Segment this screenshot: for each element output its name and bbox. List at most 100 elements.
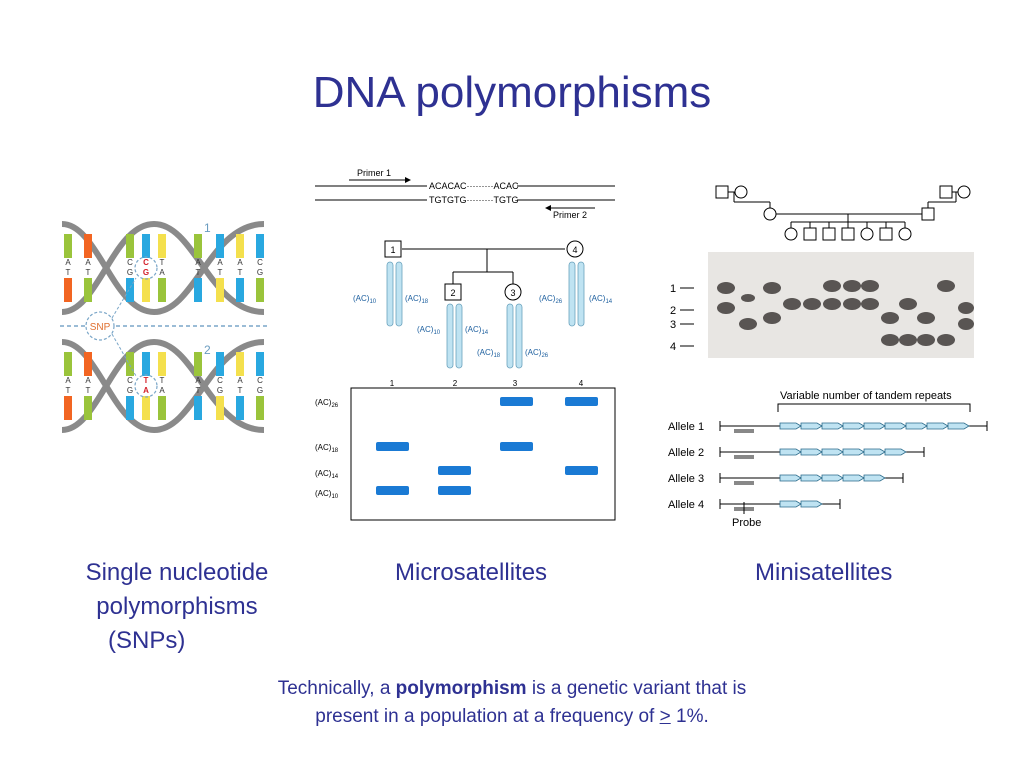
band-label-1: 1	[670, 283, 676, 295]
strand2-top-base: A	[85, 376, 91, 385]
strand2-bottom-base: T	[66, 386, 71, 395]
svg-text:(AC)14: (AC)14	[589, 294, 613, 305]
base-bar	[142, 352, 150, 376]
snp-circle-bottom	[134, 374, 158, 398]
probe-label: Probe	[732, 517, 761, 529]
strand1-top-base: C	[127, 258, 133, 267]
strand1-top-base: C	[257, 258, 263, 267]
repeat-arrow	[779, 500, 802, 508]
base-bar	[194, 352, 202, 376]
band-label-4: 4	[670, 341, 676, 353]
gel-band	[500, 442, 533, 451]
base-bar	[236, 234, 244, 258]
repeat-arrow	[863, 422, 886, 430]
strand1-bottom-base: T	[218, 268, 223, 277]
snp-label: SNP	[90, 322, 111, 333]
svg-text:(AC)26: (AC)26	[315, 398, 339, 409]
seq-bottom: TGTGTG·········TGTG	[429, 195, 518, 205]
base-bar	[194, 234, 202, 258]
repeat-arrow	[821, 474, 844, 482]
gel-lane-4: 4	[579, 379, 584, 388]
gel-lane-1: 1	[390, 379, 395, 388]
svg-text:(AC)10: (AC)10	[353, 294, 377, 305]
repeat-arrow	[905, 422, 928, 430]
base-bar	[64, 278, 72, 302]
gel-band	[376, 486, 409, 495]
repeat-arrow	[800, 422, 823, 430]
repeat-arrow	[800, 474, 823, 482]
strand-1-number: 1	[204, 221, 211, 235]
strand2-top-base: C	[257, 376, 263, 385]
gel-lane-2: 2	[453, 379, 458, 388]
base-bar	[84, 278, 92, 302]
strand1-bottom-base: G	[127, 268, 133, 277]
strand1-top-base: A	[217, 258, 223, 267]
repeat-arrow	[863, 448, 886, 456]
base-bar	[84, 396, 92, 420]
allele-label: Allele 1	[668, 421, 704, 433]
strand2-bottom-base: G	[217, 386, 223, 395]
base-bar	[216, 234, 224, 258]
base-bar	[158, 352, 166, 376]
strand1-bottom-base: T	[238, 268, 243, 277]
base-bar	[126, 396, 134, 420]
gel-band	[565, 466, 598, 475]
base-bar	[142, 396, 150, 420]
base-bar	[126, 278, 134, 302]
gel-band	[565, 397, 598, 406]
base-bar	[158, 396, 166, 420]
vntr-label: Variable number of tandem repeats	[780, 390, 952, 402]
strand1-top-base: A	[65, 258, 71, 267]
allele-label: Allele 2	[668, 447, 704, 459]
svg-text:(AC)14: (AC)14	[465, 325, 489, 336]
base-bar	[256, 278, 264, 302]
caption-snp-line3: (SNPs)	[108, 627, 186, 654]
base-bar	[236, 352, 244, 376]
strand2-bottom-base: G	[257, 386, 263, 395]
footer-note: Technically, a polymorphism is a genetic…	[277, 678, 747, 727]
strand1-bottom-base: T	[66, 268, 71, 277]
gel-lane-3: 3	[513, 379, 518, 388]
base-bar	[236, 278, 244, 302]
base-bar	[158, 278, 166, 302]
strand2-bottom-base: A	[159, 386, 165, 395]
gel-band	[438, 466, 471, 475]
seq-top: ACACAC·········ACAC	[429, 181, 519, 191]
svg-text:(AC)10: (AC)10	[417, 325, 441, 336]
ped-4: 4	[572, 245, 577, 255]
allele-label: Allele 4	[668, 499, 704, 511]
base-bar	[84, 352, 92, 376]
base-bar	[216, 396, 224, 420]
strand1-bottom-base: G	[143, 268, 149, 277]
base-bar	[126, 352, 134, 376]
gel-frame	[350, 387, 616, 521]
repeat-arrow	[842, 474, 865, 482]
repeat-arrow	[821, 422, 844, 430]
microsatellite-diagram: Primer 1 ACACAC·········ACAC TGTGTG·····…	[315, 168, 616, 521]
base-bar	[64, 396, 72, 420]
repeat-arrow	[863, 474, 886, 482]
primer1-label: Primer 1	[357, 168, 391, 178]
page-title: DNA polymorphisms	[312, 68, 712, 117]
snp-circle-top	[134, 256, 158, 280]
strand2-top-base: A	[237, 376, 243, 385]
ped-1: 1	[390, 245, 395, 255]
strand2-bottom-base: T	[86, 386, 91, 395]
repeat-arrow	[947, 422, 970, 430]
base-bar	[142, 278, 150, 302]
svg-text:(AC)26: (AC)26	[539, 294, 563, 305]
probe-mark	[734, 455, 754, 459]
ped-3: 3	[510, 288, 515, 298]
strand1-top-base: A	[195, 258, 201, 267]
repeat-arrow	[884, 422, 907, 430]
strand1-top-base: T	[160, 258, 165, 267]
strand2-bottom-base: A	[143, 386, 149, 395]
caption-minisatellites: Minisatellites	[755, 559, 893, 586]
svg-text:(AC)18: (AC)18	[477, 348, 501, 359]
svg-text:(AC)18: (AC)18	[405, 294, 429, 305]
probe-mark	[734, 429, 754, 433]
strand1-bottom-base: A	[159, 268, 165, 277]
repeat-arrow	[842, 422, 865, 430]
strand2-bottom-base: T	[196, 386, 201, 395]
